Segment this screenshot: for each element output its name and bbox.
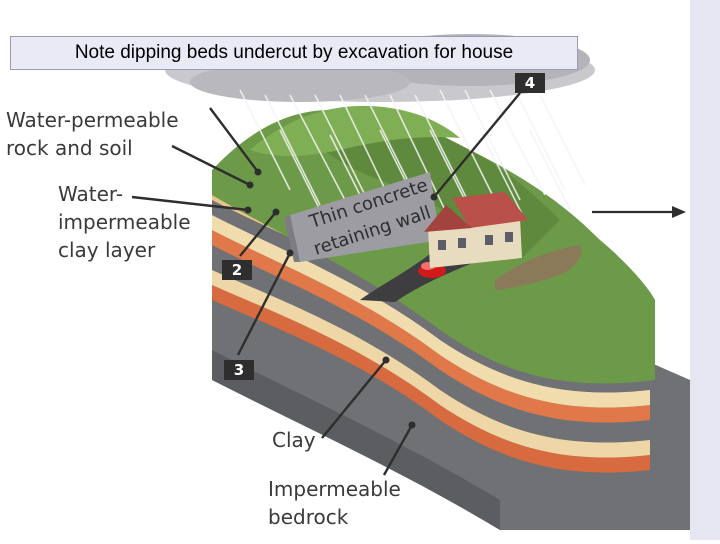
slide-debris [495,245,582,290]
label-impermeable-line3: clay layer [58,238,156,262]
marker-3: 3 [224,360,254,380]
house [424,192,528,268]
marker-4: 4 [515,73,545,93]
bedrock-side [212,178,500,530]
label-impermeable-line1: Water- [58,182,124,206]
label-impermeable-line2: impermeable [58,210,191,234]
label-clay: Clay [272,428,316,452]
label-bedrock-line2: bedrock [268,505,349,529]
label-bedrock-line1: Impermeable [268,477,401,501]
note-caption: Note dipping beds undercut by excavation… [10,36,578,70]
side-panel [690,0,720,540]
marker-2: 2 [222,260,252,280]
retaining-wall [284,172,440,262]
pointer-dots [244,168,438,429]
arrow-right-icon [592,206,686,218]
pointer-lines [131,92,521,476]
label-permeable-line1: Water-permeable [6,108,179,132]
label-permeable-line2: rock and soil [6,136,133,160]
